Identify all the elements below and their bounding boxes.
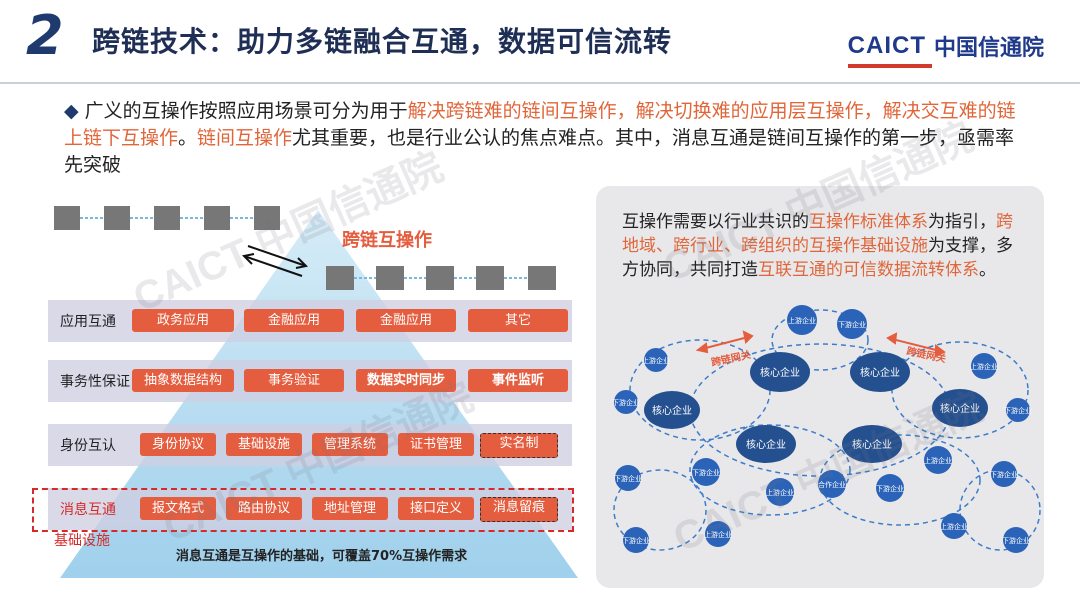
svg-text:下游企业: 下游企业 — [1004, 406, 1032, 415]
logo-text-cn: 中国信通院 — [933, 36, 1044, 61]
pyramid-footnote: 消息互通是互操作的基础，可覆盖70%互操作需求 — [176, 549, 468, 564]
layer-label: 身份互认 — [60, 438, 116, 454]
svg-text:下游企业: 下游企业 — [838, 320, 866, 329]
core-node-1: 核心企业 — [750, 352, 810, 392]
pill-item: 管理系统 — [312, 433, 388, 456]
logo-underline — [847, 64, 932, 68]
svg-text:合作企业: 合作企业 — [818, 480, 846, 489]
core-node-label: 核心企业 — [746, 438, 786, 451]
chain-right — [326, 266, 556, 290]
pill-item: 地址管理 — [312, 497, 388, 520]
intro-bullet: ◆广义的互操作按照应用场景可分为用于解决跨链难的链间互操作，解决切换难的应用层互… — [64, 100, 1016, 176]
logo-text-en: CAICT — [847, 32, 926, 59]
layer-transaction: 事务性保证 抽象数据结构 事务验证 数据实时同步 事件监听 — [48, 360, 572, 402]
svg-text:下游企业: 下游企业 — [622, 536, 650, 545]
layer-message: 消息互通 报文格式 路由协议 地址管理 接口定义 消息留痕 — [48, 488, 572, 530]
message-layer-highlight — [32, 488, 574, 532]
pill-item: 政务应用 — [132, 309, 234, 332]
core-node-label: 核心企业 — [852, 438, 892, 451]
header: 2 跨链技术：助力多链融合互通，数据可信流转 CAICT 中国信通院 — [0, 0, 1080, 80]
header-divider — [0, 82, 1080, 84]
section-number: 2 — [26, 4, 64, 67]
core-node-label: 核心企业 — [652, 404, 692, 417]
core-node-6: 核心企业 — [842, 425, 902, 463]
core-node-2: 核心企业 — [850, 352, 910, 392]
cross-chain-title: 跨链互操作 — [342, 230, 432, 251]
gateway-label-left: 跨链网关 — [710, 348, 752, 369]
pill-item: 消息留痕 — [480, 497, 558, 522]
core-node-3: 核心企业 — [644, 391, 700, 429]
svg-text:上游企业: 上游企业 — [970, 362, 998, 371]
core-node-5: 核心企业 — [736, 425, 796, 463]
pill-item: 证书管理 — [398, 433, 474, 456]
diamond-bullet-icon: ◆ — [64, 100, 79, 122]
pill-item: 路由协议 — [226, 497, 302, 520]
svg-text:下游企业: 下游企业 — [990, 470, 1018, 479]
infrastructure-label: 基础设施 — [54, 533, 110, 549]
layer-app-interop: 应用互通 政务应用 金融应用 金融应用 其它 — [48, 300, 572, 342]
layer-identity: 身份互认 身份协议 基础设施 管理系统 证书管理 实名制 — [48, 424, 572, 466]
svg-text:下游企业: 下游企业 — [612, 398, 640, 407]
chain-left — [54, 206, 280, 230]
svg-text:下游企业: 下游企业 — [614, 474, 642, 483]
core-node-label: 核心企业 — [760, 366, 800, 379]
pill-item: 数据实时同步 — [356, 369, 456, 392]
exchange-arrows-icon — [241, 245, 309, 277]
svg-text:上游企业: 上游企业 — [766, 488, 794, 497]
pill-item: 身份协议 — [140, 433, 216, 456]
pill-item: 金融应用 — [356, 309, 456, 332]
pill-item: 接口定义 — [398, 497, 474, 520]
pill-item: 实名制 — [480, 433, 558, 458]
core-node-label: 核心企业 — [860, 366, 900, 379]
partner-nodes: 上游企业 下游企业 上游企业 下游企业 上游企业 下游企业 下游企业 上游企业 … — [612, 305, 1032, 553]
layer-label: 消息互通 — [60, 502, 116, 518]
pill-item: 金融应用 — [244, 309, 344, 332]
svg-text:上游企业: 上游企业 — [940, 522, 968, 531]
pill-item: 其它 — [468, 309, 568, 332]
pill-item: 事务验证 — [244, 369, 344, 392]
pill-item: 报文格式 — [140, 497, 216, 520]
svg-text:上游企业: 上游企业 — [788, 316, 816, 325]
pill-item: 基础设施 — [226, 433, 302, 456]
svg-text:上游企业: 上游企业 — [642, 356, 670, 365]
panel-description: 互操作需要以行业共识的互操作标准体系为指引，跨地域、跨行业、跨组织的互操作基础设… — [622, 212, 1013, 280]
caict-logo: CAICT 中国信通院 — [847, 30, 1044, 68]
network-panel — [596, 186, 1044, 588]
svg-text:上游企业: 上游企业 — [704, 530, 732, 539]
core-node-label: 核心企业 — [940, 402, 980, 415]
pill-item: 抽象数据结构 — [132, 369, 234, 392]
svg-text:下游企业: 下游企业 — [692, 468, 720, 477]
layer-label: 事务性保证 — [60, 374, 130, 390]
gateway-arrows — [695, 330, 946, 358]
core-node-4: 核心企业 — [932, 389, 988, 427]
svg-text:下游企业: 下游企业 — [1002, 536, 1030, 545]
svg-text:上游企业: 上游企业 — [924, 456, 952, 465]
svg-text:下游企业: 下游企业 — [876, 484, 904, 493]
layer-label: 应用互通 — [60, 314, 116, 330]
page-title: 跨链技术：助力多链融合互通，数据可信流转 — [92, 25, 673, 58]
pill-item: 事件监听 — [468, 369, 568, 392]
